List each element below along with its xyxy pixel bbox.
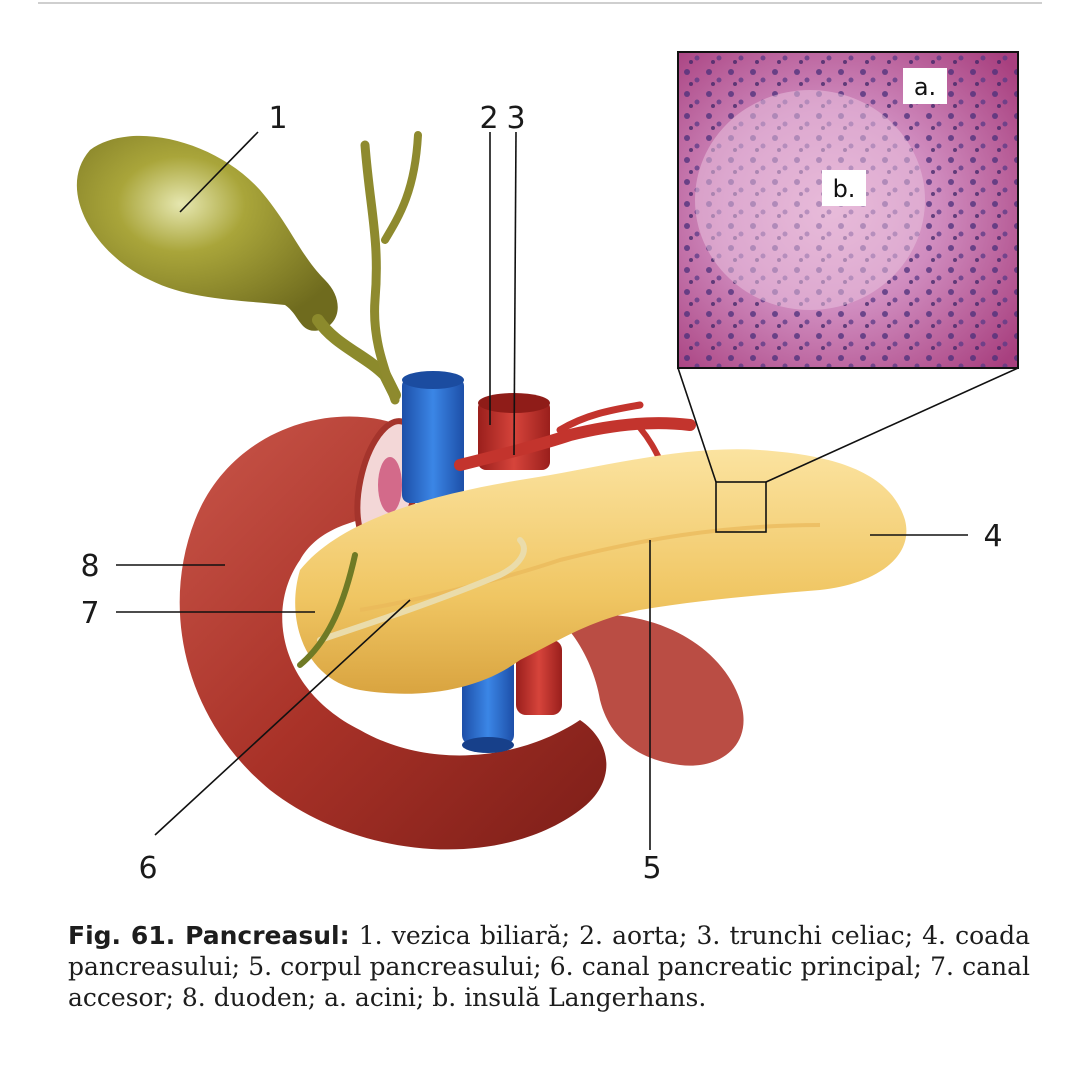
label-5: 5 — [642, 851, 661, 886]
label-7: 7 — [80, 596, 99, 631]
bile-duct — [360, 131, 422, 405]
caption-title: Fig. 61. Pancreasul: — [68, 921, 350, 950]
leader-lines — [116, 131, 968, 850]
zoom-indicator — [677, 367, 1019, 533]
label-4: 4 — [983, 519, 1002, 554]
accessory-duct — [297, 552, 358, 668]
main-pancreatic-duct — [317, 537, 527, 643]
islet-label-box — [822, 170, 866, 206]
label-1: 1 — [268, 101, 287, 136]
figure-caption: Fig. 61. Pancreasul: 1. vezica biliară; … — [68, 920, 1030, 1013]
acini-label: a. — [914, 73, 936, 101]
acini-label-box — [903, 68, 947, 104]
top-rule — [38, 2, 1042, 4]
histology-inset: a. b. — [677, 51, 1019, 369]
pancreas-diagram: a. b. 1 2 3 4 5 6 7 8 — [76, 51, 1019, 886]
label-3: 3 — [506, 101, 525, 136]
label-6: 6 — [138, 851, 157, 886]
islet-label: b. — [833, 175, 856, 203]
label-8: 8 — [80, 549, 99, 584]
gallbladder — [76, 135, 401, 401]
label-2: 2 — [479, 101, 498, 136]
pancreas — [295, 449, 907, 694]
caption-text: 1. vezica biliară; 2. aorta; 3. trunchi … — [68, 921, 1030, 1012]
